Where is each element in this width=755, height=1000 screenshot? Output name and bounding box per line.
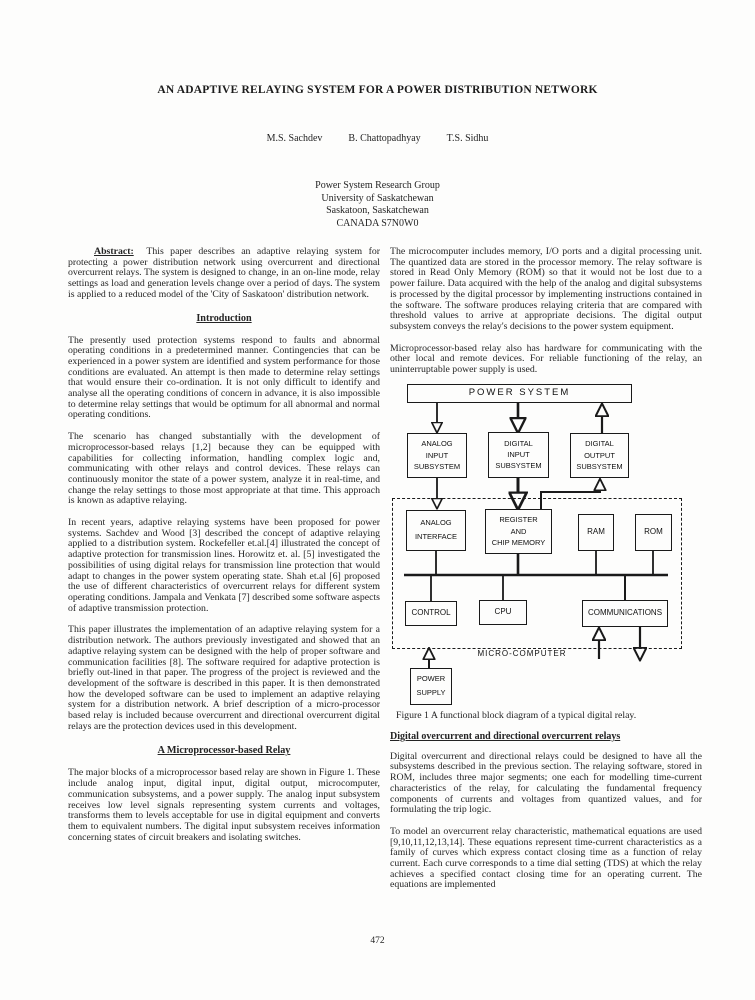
paragraph: In recent years, adaptive relaying syste…	[68, 517, 380, 614]
microcomputer-label: MICRO-COMPUTER	[477, 648, 567, 658]
affiliation-block: Power System Research Group University o…	[0, 180, 755, 230]
block-register-chip-memory: REGISTER AND CHIP MEMORY	[485, 508, 552, 554]
authors-line: M.S. Sachdev B. Chattopadhyay T.S. Sidhu	[0, 133, 755, 144]
paragraph: Microprocessor-based relay also has hard…	[390, 342, 702, 376]
left-column: Abstract: This paper describes an adapti…	[68, 246, 380, 854]
figure-1-caption: Figure 1 A functional block diagram of a…	[396, 709, 637, 721]
block-power-system: POWER SYSTEM	[407, 383, 632, 403]
figure-connector-lines	[404, 381, 668, 669]
affiliation-line-2: University of Saskatchewan	[321, 192, 434, 204]
section-heading-introduction: Introduction	[196, 312, 252, 324]
abstract-paragraph: Abstract: This paper describes an adapti…	[68, 246, 380, 301]
page-title: AN ADAPTIVE RELAYING SYSTEM FOR A POWER …	[157, 84, 598, 96]
paragraph: Digital overcurrent and directional rela…	[390, 750, 702, 816]
paragraph: The scenario has changed substantially w…	[68, 431, 380, 507]
paragraph: This paper illustrates the implementatio…	[68, 624, 380, 732]
block-cpu: CPU	[479, 599, 527, 625]
block-analog-interface: ANALOG INTERFACE	[406, 509, 466, 551]
right-column: The microcomputer includes memory, I/O p…	[390, 246, 702, 902]
block-control: CONTROL	[405, 600, 457, 626]
figure-1-block-diagram: POWER SYSTEM ANALOG INPUT SUBSYSTEM DIGI…	[390, 381, 702, 706]
block-power-supply: POWER SUPPLY	[410, 667, 452, 705]
paragraph: The microcomputer includes memory, I/O p…	[390, 246, 702, 332]
abstract-label: Abstract:	[94, 246, 134, 257]
microcomputer-boundary	[392, 497, 682, 649]
author-2: B. Chattopadhyay	[348, 133, 421, 144]
page-number: 472	[370, 936, 385, 946]
section-heading-digital-overcurrent: Digital overcurrent and directional over…	[390, 730, 621, 742]
block-analog-input-subsystem: ANALOG INPUT SUBSYSTEM	[407, 432, 467, 478]
paragraph: The presently used protection systems re…	[68, 334, 380, 421]
block-ram: RAM	[578, 513, 614, 551]
block-communications: COMMUNICATIONS	[582, 599, 668, 627]
affiliation-line-4: CANADA S7N0W0	[336, 217, 419, 229]
section-heading-microprocessor-relay: A Microprocessor-based Relay	[157, 745, 291, 757]
affiliation-line-3: Saskatoon, Saskatchewan	[326, 205, 429, 217]
paragraph: To model an overcurrent relay characteri…	[390, 825, 702, 891]
block-digital-output-subsystem: DIGITAL OUTPUT SUBSYSTEM	[570, 432, 629, 478]
author-3: T.S. Sidhu	[446, 133, 489, 144]
author-1: M.S. Sachdev	[266, 133, 323, 144]
block-rom: ROM	[635, 513, 672, 551]
block-digital-input-subsystem: DIGITAL INPUT SUBSYSTEM	[488, 431, 549, 478]
abstract-text: This paper describes an adaptive relayin…	[68, 246, 380, 300]
paragraph: The major blocks of a microprocessor bas…	[68, 767, 380, 843]
affiliation-line-1: Power System Research Group	[315, 180, 440, 191]
